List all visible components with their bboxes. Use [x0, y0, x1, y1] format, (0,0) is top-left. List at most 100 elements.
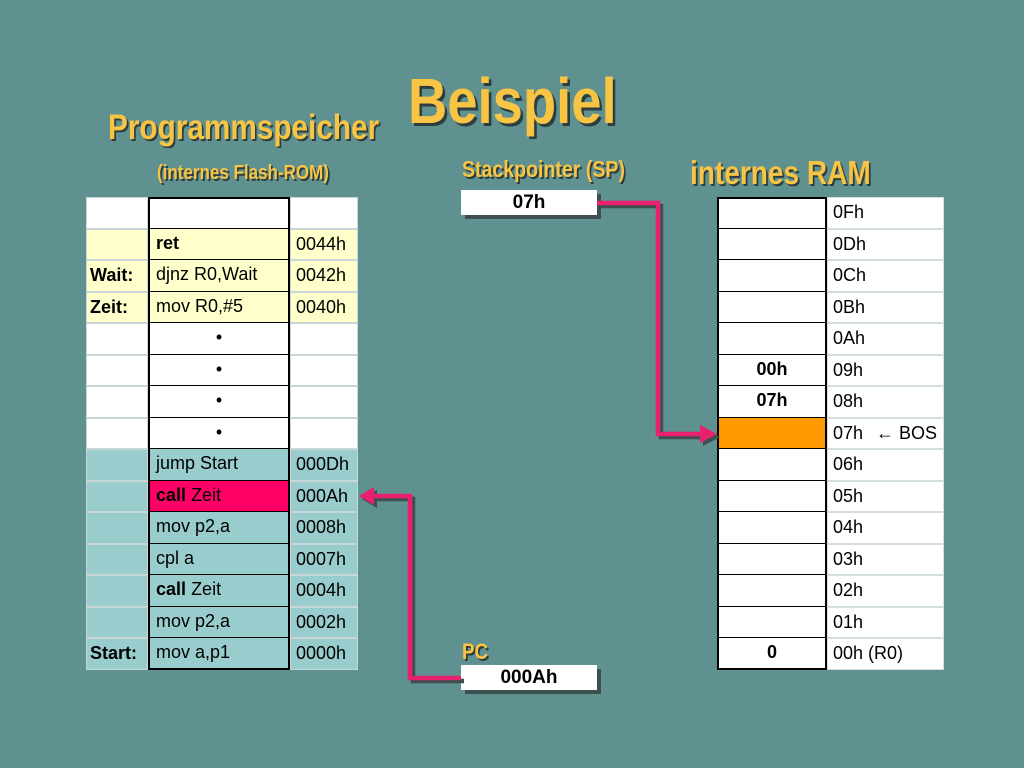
bos-label: BOS — [899, 422, 938, 443]
ram-address-cell: 0Ch — [827, 260, 944, 292]
stack-pointer-label: Stackpointer (SP) — [462, 156, 625, 182]
row-label — [86, 323, 148, 355]
ram-value-cell — [717, 197, 827, 229]
address-cell — [290, 386, 358, 418]
row-label — [86, 417, 148, 450]
row-label: Start: — [86, 638, 148, 670]
instruction-cell: mov R0,#5 — [148, 291, 290, 324]
ram-value-cell — [717, 260, 827, 292]
program-memory-heading: Programmspeicher — [108, 108, 380, 147]
instruction-cell: cpl a — [148, 543, 290, 576]
instruction-cell: mov p2,a — [148, 512, 290, 544]
program-counter-arrow — [359, 487, 464, 684]
ram-address: 07h — [833, 422, 864, 443]
ram-address: 04h — [833, 517, 864, 538]
row-label — [86, 606, 148, 639]
row-label: Zeit: — [86, 291, 148, 324]
ram-value-cell: 00h — [717, 354, 827, 387]
ram-value-cell: 0 — [717, 638, 827, 670]
program-memory-subheading: (internes Flash-ROM) — [157, 162, 329, 184]
address-cell — [290, 354, 358, 387]
stack-pointer-arrow — [597, 200, 720, 446]
program-row — [86, 197, 358, 229]
address-cell: 0007h — [290, 543, 358, 576]
internal-ram-heading: internes RAM — [690, 154, 871, 191]
row-label — [86, 449, 148, 481]
ram-address-cell: 00h (R0) — [827, 638, 944, 670]
instruction-text: mov R0,#5 — [156, 295, 244, 316]
address-cell — [290, 197, 358, 229]
instruction-cell: • — [148, 386, 290, 418]
ram-row: 0Ch — [717, 260, 944, 292]
ram-address-cell: 01h — [827, 606, 944, 639]
program-row: • — [86, 417, 358, 450]
address-cell: 0042h — [290, 260, 358, 292]
program-counter-label: PC — [462, 639, 488, 664]
row-label: Wait: — [86, 260, 148, 292]
address-cell: 0040h — [290, 291, 358, 324]
instruction-cell: • — [148, 323, 290, 355]
ram-address: 06h — [833, 454, 864, 475]
instruction-keyword: ret — [156, 232, 180, 253]
ram-row: 0Bh — [717, 291, 944, 324]
ram-address: 0Dh — [833, 233, 867, 254]
ram-address-cell: 02h — [827, 575, 944, 607]
program-counter-value: 000Ah — [461, 665, 597, 690]
ram-row: 01h — [717, 606, 944, 639]
ram-address: 0Bh — [833, 296, 866, 317]
program-row: • — [86, 386, 358, 418]
ram-row: 02h — [717, 575, 944, 607]
instruction-text: cpl a — [156, 547, 195, 568]
ram-value-cell — [717, 606, 827, 639]
bottom-of-stack-cell — [717, 417, 827, 450]
ram-address-cell: 0Dh — [827, 228, 944, 261]
ram-address-cell: 04h — [827, 512, 944, 544]
program-row: ret 0044h — [86, 228, 358, 261]
row-label — [86, 512, 148, 544]
row-label — [86, 386, 148, 418]
ram-value-cell — [717, 575, 827, 607]
ram-value-cell: 07h — [717, 386, 827, 418]
instruction-text: • — [215, 390, 223, 411]
ram-row: 04h — [717, 512, 944, 544]
left-arrow-icon — [876, 423, 894, 443]
ram-address-cell: 05h — [827, 480, 944, 513]
address-cell — [290, 323, 358, 355]
row-label — [86, 354, 148, 387]
row-label — [86, 480, 148, 513]
instruction-cell — [148, 197, 290, 229]
instruction-text: mov p2,a — [156, 516, 231, 537]
ram-row: 03h — [717, 543, 944, 576]
instruction-cell: jump Start — [148, 449, 290, 481]
ram-value-cell — [717, 228, 827, 261]
address-cell: 0004h — [290, 575, 358, 607]
ram-value-cell — [717, 512, 827, 544]
instruction-cell: mov a,p1 — [148, 638, 290, 670]
address-cell: 0044h — [290, 228, 358, 261]
ram-address: 02h — [833, 580, 864, 601]
ram-address: 0Ah — [833, 328, 866, 349]
address-cell: 0008h — [290, 512, 358, 544]
ram-address: 05h — [833, 485, 864, 506]
program-row: Zeit: mov R0,#5 0040h — [86, 291, 358, 324]
ram-row: 05h — [717, 480, 944, 513]
address-cell: 000Ah — [290, 480, 358, 513]
ram-row: 06h — [717, 449, 944, 481]
instruction-cell: • — [148, 417, 290, 450]
address-cell: 0002h — [290, 606, 358, 639]
instruction-keyword: call — [156, 484, 187, 505]
ram-value-cell — [717, 480, 827, 513]
ram-value-cell — [717, 291, 827, 324]
ram-address: 0Fh — [833, 202, 865, 222]
row-label — [86, 228, 148, 261]
ram-value-cell — [717, 323, 827, 355]
ram-address: 03h — [833, 548, 864, 569]
